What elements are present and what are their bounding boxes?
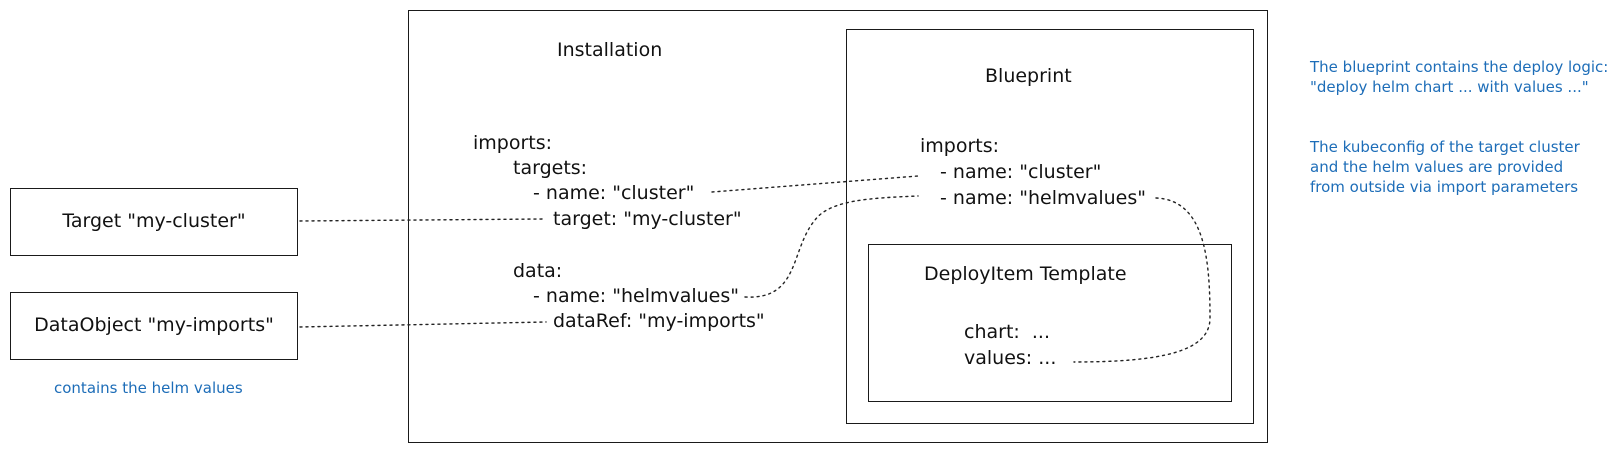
dataobject-box-label: DataObject "my-imports" xyxy=(34,314,274,336)
blueprint-import-helmvalues: - name: "helmvalues" xyxy=(940,187,1147,209)
installation-target-name: - name: "cluster" xyxy=(533,182,695,204)
note-blueprint-line2: "deploy helm chart ... with values ..." xyxy=(1310,78,1589,96)
installation-imports-key: imports: xyxy=(473,132,553,154)
deployitem-values: values: ... xyxy=(964,347,1057,369)
target-box-label: Target "my-cluster" xyxy=(62,210,246,232)
installation-data-key: data: xyxy=(513,260,563,282)
installation-title: Installation xyxy=(557,39,663,61)
blueprint-title: Blueprint xyxy=(985,65,1072,87)
installation-data-ref: dataRef: "my-imports" xyxy=(553,310,765,332)
deployitem-template-box xyxy=(868,244,1232,402)
note-kubeconfig-line1: The kubeconfig of the target cluster xyxy=(1310,138,1580,156)
installation-target-ref: target: "my-cluster" xyxy=(553,208,742,230)
target-box xyxy=(10,188,298,256)
deployitem-title: DeployItem Template xyxy=(924,263,1127,285)
installation-targets-key: targets: xyxy=(513,157,588,179)
deployitem-chart: chart: ... xyxy=(964,321,1050,343)
note-kubeconfig-line2: and the helm values are provided xyxy=(1310,158,1564,176)
blueprint-import-cluster: - name: "cluster" xyxy=(940,161,1102,183)
note-kubeconfig-line3: from outside via import parameters xyxy=(1310,178,1579,196)
blueprint-imports-key: imports: xyxy=(920,135,1000,157)
note-blueprint-line1: The blueprint contains the deploy logic: xyxy=(1310,58,1609,76)
installation-box xyxy=(408,10,1268,443)
installation-data-name: - name: "helmvalues" xyxy=(533,285,740,307)
dataobject-box xyxy=(10,292,298,360)
dataobject-note: contains the helm values xyxy=(54,379,243,397)
